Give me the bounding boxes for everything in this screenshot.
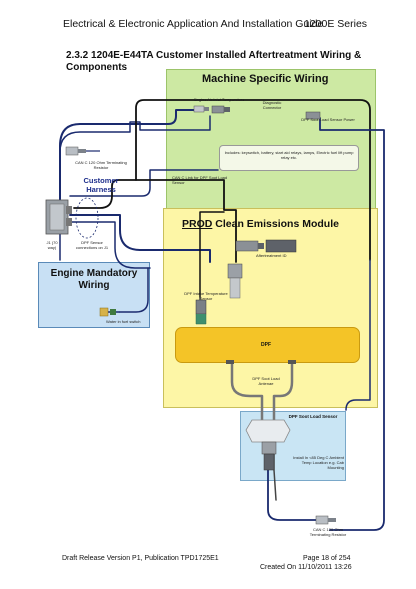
water-in-fuel-label: Water in fuel switch: [106, 319, 141, 324]
doc-series: 1200E Series: [304, 18, 368, 30]
section-title: 2.3.2 1204E-E44TA Customer Installed Aft…: [66, 50, 362, 73]
can-resistor-top-label: CAN C 120 Ohm Terminating Resistor: [75, 160, 127, 170]
dpf-unit: [175, 327, 360, 363]
machine-specific-title: Machine Specific Wiring: [202, 73, 329, 85]
j1-label: J1 (70 way): [46, 240, 58, 250]
dpf-label: DPF: [261, 342, 271, 348]
footer-release: Draft Release Version P1, Publication TP…: [62, 555, 219, 562]
includes-label: Includes: keyswitch, battery, start aid …: [224, 150, 354, 160]
footer-page: Page 18 of 254: [303, 555, 351, 562]
engine-air-inlet-label: Engine Air Inlet Temperature: [194, 97, 245, 102]
dpf-intake-temp-label: DPF Intake Temperature Sensor: [184, 291, 228, 301]
can-resistor-bottom-label: CAN C 120 Ohm Terminating Resistor: [309, 527, 347, 537]
doc-title: Electrical & Electronic Application And …: [63, 18, 324, 30]
diagnostic-connector-label: Diagnostic Connector: [262, 100, 282, 110]
footer-created: Created On 11/10/2011 13:26: [260, 564, 352, 571]
soot-sensor-power-label: DPF Soot Load Sensor Power: [301, 117, 355, 122]
aftertreatment-id-label: Aftertreatment ID: [256, 253, 287, 258]
dpf-soot-sensor-region: [240, 411, 346, 481]
soot-antenae-label: DPF Soot Load Antenae: [252, 376, 280, 386]
engine-mandatory-title: Engine Mandatory Wiring: [50, 268, 138, 291]
dpf-sensor-connections-label: DPF Sensor connections on J1: [75, 240, 109, 250]
engine-mandatory-region: [38, 262, 150, 328]
includes-box: [219, 145, 359, 171]
soot-sensor-label: DPF Soot Load Sensor: [288, 414, 338, 419]
clean-emissions-title: PROD Clean Emissions Module: [182, 218, 339, 230]
can-c-link-label: CAN C Link for DPF Soot Load Sensor: [172, 175, 228, 185]
j1-connector: [45, 199, 72, 235]
clean-emissions-word: Clean Emissions Module: [215, 218, 339, 230]
customer-harness-label: Customer Harness: [83, 176, 119, 194]
prod-word: PROD: [182, 218, 213, 230]
install-note: Install In <85 Deg C Ambient Temp Locati…: [293, 455, 344, 470]
